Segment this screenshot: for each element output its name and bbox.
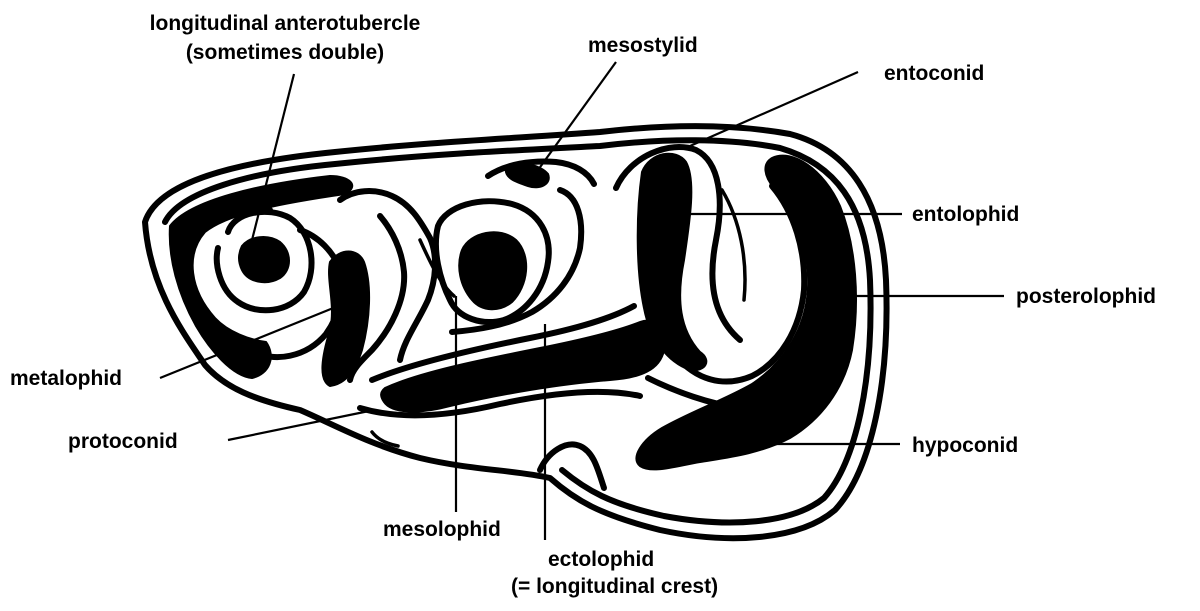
label-sometimes-double: (sometimes double) [186, 41, 384, 64]
label-hypoconid: hypoconid [912, 434, 1018, 457]
label-ectolophid: ectolophid [548, 548, 654, 571]
label-mesolophid: mesolophid [383, 518, 501, 541]
label-entoconid: entoconid [884, 62, 984, 85]
label-protoconid: protoconid [68, 430, 178, 453]
anterotubercle-core [239, 237, 289, 282]
label-metalophid: metalophid [10, 367, 122, 390]
mesolophid-black [459, 232, 526, 309]
label-longitudinal-crest: (= longitudinal crest) [511, 575, 718, 598]
label-mesostylid: mesostylid [588, 34, 698, 57]
label-entolophid: entolophid [912, 203, 1019, 226]
label-longitudinal-anterotubercle: longitudinal anterotubercle [150, 12, 421, 35]
label-posterolophid: posterolophid [1016, 285, 1156, 308]
